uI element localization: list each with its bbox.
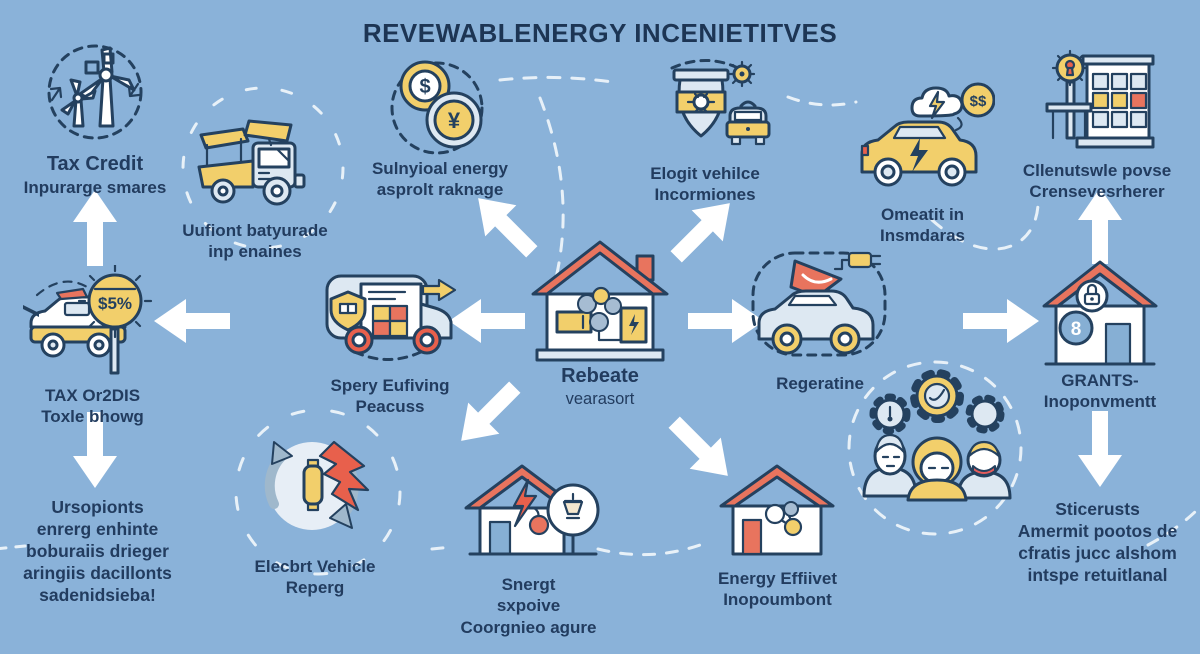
node-energy-house: Snergt sxpoive Coorgnieo agure xyxy=(446,452,611,638)
car-tax-sign-icon: $5% xyxy=(22,265,152,375)
node-label: Uufiont batyurade xyxy=(182,221,328,240)
flow-arrow-right xyxy=(688,297,764,345)
node-sublabel: Inpurarge smares xyxy=(23,178,167,198)
dollar-glyph: $ xyxy=(419,76,430,98)
house-molecules-icon xyxy=(719,464,835,556)
wind-turbine-cycle-icon xyxy=(47,44,143,140)
tax-sign-glyph: $5% xyxy=(97,294,131,313)
node-rebate-house: Rebeate vearasort xyxy=(520,232,680,410)
node-solar-truck: Uufiont batyurade inp enaines xyxy=(170,115,340,263)
flow-arrow-up xyxy=(1076,188,1124,264)
node-label: Spery Eufiving xyxy=(330,376,450,395)
note-bottom-right: Sticerusts Amermit pootos de cfratis juc… xyxy=(995,498,1200,586)
node-sublabel: vearasort xyxy=(565,390,635,409)
flow-arrow-down xyxy=(1076,411,1124,487)
node-tax-credit: Tax Credit Inpurarge smares xyxy=(0,38,190,199)
node-clean-power-building: Cllenutswle povse Crensevesrherer xyxy=(1022,48,1172,203)
node-sublabel: Insmdaras xyxy=(879,226,966,246)
node-label: TAX Or2DIS xyxy=(44,386,141,405)
flow-arrow-left xyxy=(449,297,525,345)
node-solar-energy: $ ¥ Sulnyioal energy asprolt raknage xyxy=(360,50,520,201)
node-efficient-house: Energy Effiivet Inopoumbont xyxy=(705,458,850,611)
money-coins-icon: $ ¥ xyxy=(390,60,484,155)
flow-arrow-down-right xyxy=(657,405,745,493)
flow-arrow-down xyxy=(71,412,119,488)
yuan-glyph: ¥ xyxy=(448,108,461,133)
node-sublabel: Inoponvmentt xyxy=(1043,392,1157,412)
note-line: boburaiis drieger xyxy=(26,541,169,561)
node-tax-car: $5% TAX Or2DIS Toxle bhowg xyxy=(10,265,175,428)
node-sublabel: asprolt raknage xyxy=(376,180,504,200)
node-sublabel: Coorgnieo agure xyxy=(460,617,597,637)
node-sublabel: Incormiones xyxy=(654,185,756,205)
electric-car-cloud-icon: $$ xyxy=(860,82,995,187)
node-grants-house: 8 GRANTS- Inoponvmentt xyxy=(1030,252,1170,413)
double-dollar-glyph: $$ xyxy=(970,93,987,110)
node-label: Regeratine xyxy=(776,374,864,393)
node-sublabel: Peacuss xyxy=(355,397,425,417)
node-label: GRANTS- xyxy=(1061,371,1139,390)
house-energy-icon xyxy=(531,240,669,362)
flow-arrow-down-left xyxy=(444,370,532,458)
flow-arrow-right xyxy=(963,297,1039,345)
node-label: Sulnyioal energy xyxy=(371,159,509,178)
node-sublabel: inp enaines xyxy=(208,242,302,262)
node-regenerative-car: Regeratine xyxy=(740,245,900,394)
plug-in-car-icon xyxy=(751,251,887,357)
note-bottom-left: Ursopionts enrerg enhinte boburaiis drie… xyxy=(5,496,190,606)
node-sublabel: Crensevesrherer xyxy=(1029,182,1165,202)
note-line: enrerg enhinte xyxy=(36,519,159,539)
note-line: sadenidsieba! xyxy=(39,585,156,605)
node-sublabel: Inopoumbont xyxy=(723,590,832,610)
note-line: Sticerusts xyxy=(1055,499,1140,519)
node-label: Energy Effiivet xyxy=(717,569,838,588)
node-emissions-car: $$ Omeatit in Insmdaras xyxy=(840,82,1005,247)
flow-arrow-up-left xyxy=(461,181,549,269)
node-label: Elecbrt Vehicle xyxy=(254,557,376,576)
grants-coin-glyph: 8 xyxy=(1070,319,1081,340)
node-label: Tax Credit xyxy=(46,153,144,175)
house-lock-coin-icon: 8 xyxy=(1042,260,1157,366)
node-ev-recycle: Elecbrt Vehicle Reperg xyxy=(240,428,390,599)
note-line: Ursopionts xyxy=(51,497,144,517)
people-gears-icon xyxy=(862,369,1012,502)
node-ev-incentive: Elogit vehilce Incormiones xyxy=(625,58,785,206)
node-delivery-van: Spery Eufiving Peacuss xyxy=(305,260,475,418)
battery-recycle-icon xyxy=(264,440,369,530)
page-title: REVEWABLENERGY INCENIETITVES xyxy=(362,18,838,48)
node-label: Rebeate xyxy=(561,365,639,387)
note-line: Amermit pootos de xyxy=(1017,521,1178,541)
node-label: Omeatit in xyxy=(880,205,965,224)
node-sublabel: sxpoive xyxy=(496,596,561,616)
node-sublabel: Toxle bhowg xyxy=(41,407,144,427)
note-line: intspe retuitlanal xyxy=(1027,565,1168,585)
solar-panel-truck-icon xyxy=(197,119,305,206)
node-label: Snergt xyxy=(501,575,556,594)
flow-arrow-up-right xyxy=(659,186,747,274)
note-line: aringiis dacillonts xyxy=(23,563,172,583)
node-label: Elogit vehilce xyxy=(650,164,760,183)
note-line: cfratis jucc alshom xyxy=(1018,543,1177,563)
node-label: Cllenutswle povse xyxy=(1022,161,1172,180)
house-lightning-streetlight-icon xyxy=(464,464,599,556)
node-community-team xyxy=(852,360,1017,502)
shield-delivery-van-icon xyxy=(325,274,457,362)
flow-arrow-left xyxy=(154,297,230,345)
office-building-gear-icon xyxy=(1045,49,1154,149)
node-sublabel: Reperg xyxy=(285,578,345,598)
bulb-shield-car-icon xyxy=(670,58,770,146)
flow-arrow-up xyxy=(71,190,119,266)
